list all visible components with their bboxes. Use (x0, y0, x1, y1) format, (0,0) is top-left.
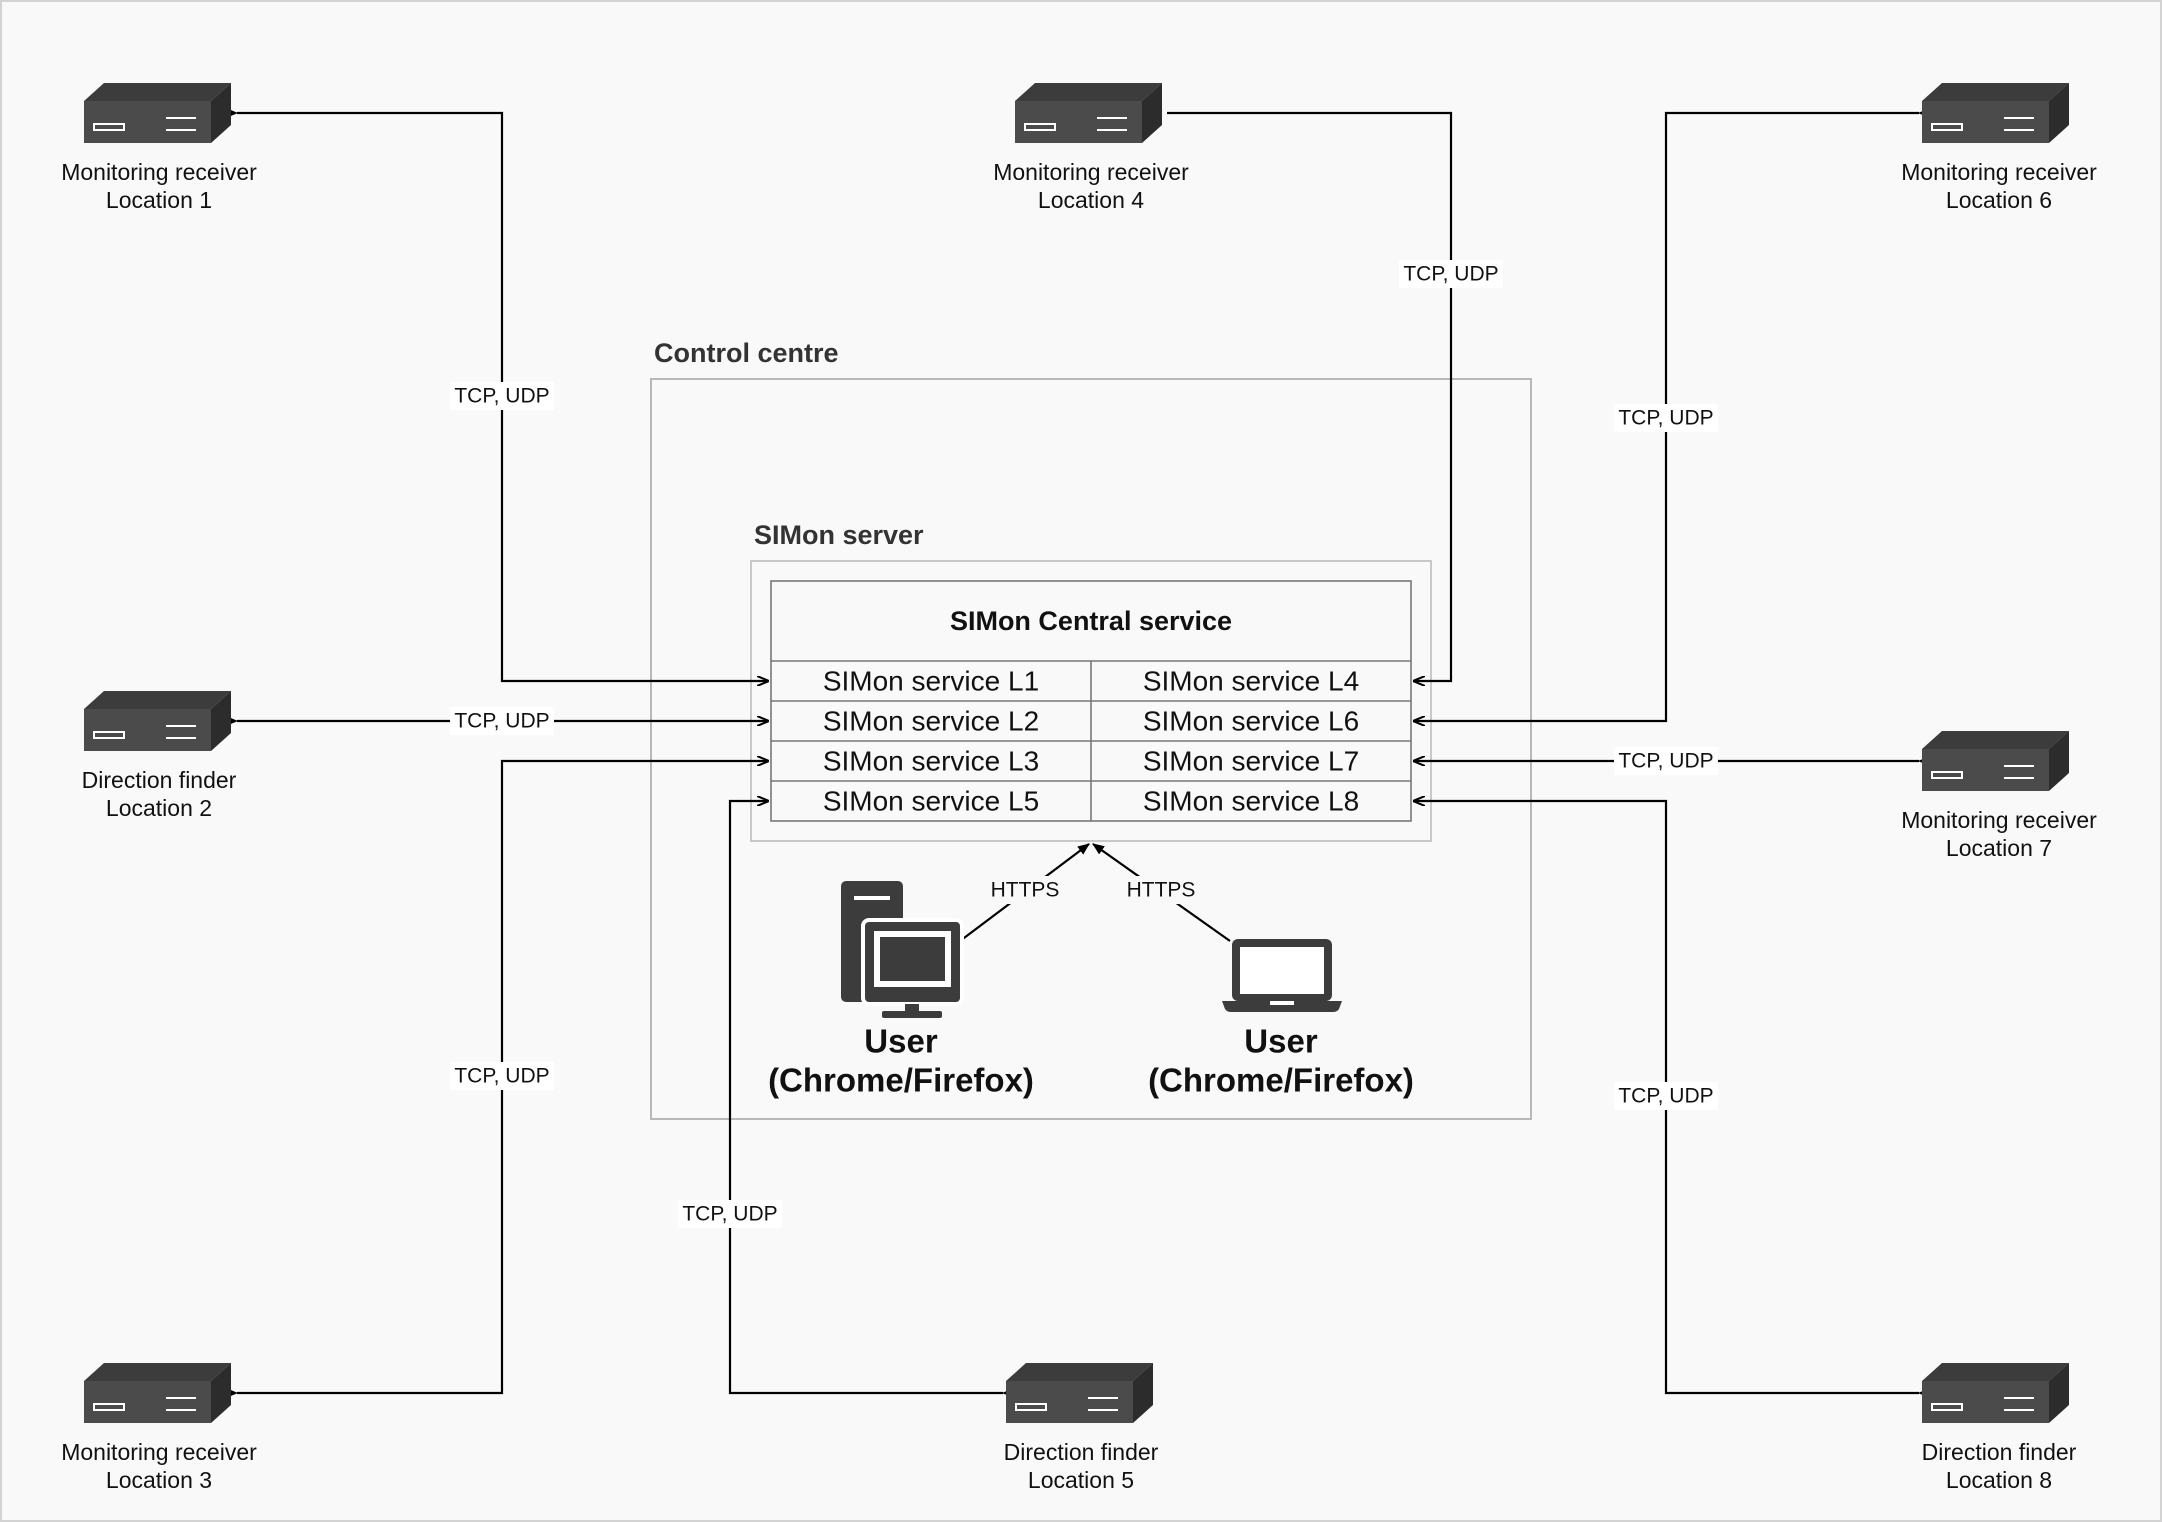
device-location-2: Direction finder Location 2 (82, 690, 237, 821)
protocol-label-location-7: TCP, UDP (1618, 750, 1713, 773)
device-location-label: Location 7 (1946, 835, 2052, 861)
device-type-label: Monitoring receiver (1901, 807, 2097, 833)
service-l6: SIMon service L6 (1143, 706, 1359, 737)
protocol-label-location-4: TCP, UDP (1403, 263, 1498, 286)
rack-device-icon (1921, 1362, 2070, 1424)
device-location-label: Location 4 (1038, 187, 1144, 213)
rack-device-icon (83, 1362, 232, 1424)
rack-device-icon (83, 82, 232, 144)
service-l3: SIMon service L3 (823, 746, 1039, 777)
device-type-label: Direction finder (1004, 1439, 1159, 1465)
user-desktop: User (Chrome/Firefox) (768, 881, 1034, 1099)
device-location-label: Location 8 (1946, 1467, 2052, 1493)
service-l4: SIMon service L4 (1143, 666, 1359, 697)
device-location-3: Monitoring receiver Location 3 (61, 1362, 257, 1493)
device-location-label: Location 1 (106, 187, 212, 213)
device-location-6: Monitoring receiver Location 6 (1901, 82, 2097, 213)
device-location-8: Direction finder Location 8 (1921, 1362, 2077, 1493)
service-l2: SIMon service L2 (823, 706, 1039, 737)
service-l7: SIMon service L7 (1143, 746, 1359, 777)
device-type-label: Monitoring receiver (1901, 159, 2097, 185)
protocol-label-location-1: TCP, UDP (454, 385, 549, 408)
service-table: SIMon Central service SIMon service L1 S… (770, 580, 1412, 822)
device-location-7: Monitoring receiver Location 7 (1901, 730, 2097, 861)
protocol-label-location-5: TCP, UDP (682, 1203, 777, 1226)
device-location-label: Location 3 (106, 1467, 212, 1493)
device-location-5: Direction finder Location 5 (1004, 1362, 1159, 1493)
simon-server-title: SIMon server (754, 520, 924, 550)
device-location-1: Monitoring receiver Location 1 (61, 82, 257, 213)
rack-device-icon (1921, 82, 2070, 144)
rack-device-icon (1005, 1362, 1154, 1424)
user-label-line1: User (864, 1023, 938, 1060)
device-location-label: Location 6 (1946, 187, 2052, 213)
laptop-icon (1222, 939, 1342, 1012)
protocol-label-location-8: TCP, UDP (1618, 1085, 1713, 1108)
link-location-5 (728, 801, 1003, 1393)
desktop-computer-icon (841, 881, 964, 1018)
user-laptop: User (Chrome/Firefox) (1148, 939, 1414, 1099)
central-service-label: SIMon Central service (950, 606, 1232, 636)
device-type-label: Monitoring receiver (993, 159, 1189, 185)
device-type-label: Monitoring receiver (61, 1439, 257, 1465)
https-label-laptop: HTTPS (1127, 879, 1196, 902)
device-type-label: Monitoring receiver (61, 159, 257, 185)
device-type-label: Direction finder (82, 767, 237, 793)
https-label-desktop: HTTPS (991, 879, 1060, 902)
device-type-label: Direction finder (1922, 1439, 2077, 1465)
device-location-label: Location 5 (1028, 1467, 1134, 1493)
rack-device-icon (1921, 730, 2070, 792)
user-label-line2: (Chrome/Firefox) (768, 1062, 1034, 1099)
protocol-label-location-6: TCP, UDP (1618, 407, 1713, 430)
service-l1: SIMon service L1 (823, 666, 1039, 697)
service-l8: SIMon service L8 (1143, 786, 1359, 817)
protocol-label-location-3: TCP, UDP (454, 1065, 549, 1088)
rack-device-icon (83, 690, 232, 752)
control-centre-title: Control centre (654, 338, 839, 368)
user-label-line1: User (1244, 1023, 1318, 1060)
service-l5: SIMon service L5 (823, 786, 1039, 817)
protocol-label-location-2: TCP, UDP (454, 710, 549, 733)
device-location-4: Monitoring receiver Location 4 (993, 82, 1189, 213)
edge-labels: TCP, UDP TCP, UDP TCP, UDP TCP, UDP TCP,… (450, 260, 1718, 1228)
user-label-line2: (Chrome/Firefox) (1148, 1062, 1414, 1099)
device-location-label: Location 2 (106, 795, 212, 821)
rack-device-icon (1014, 82, 1163, 144)
